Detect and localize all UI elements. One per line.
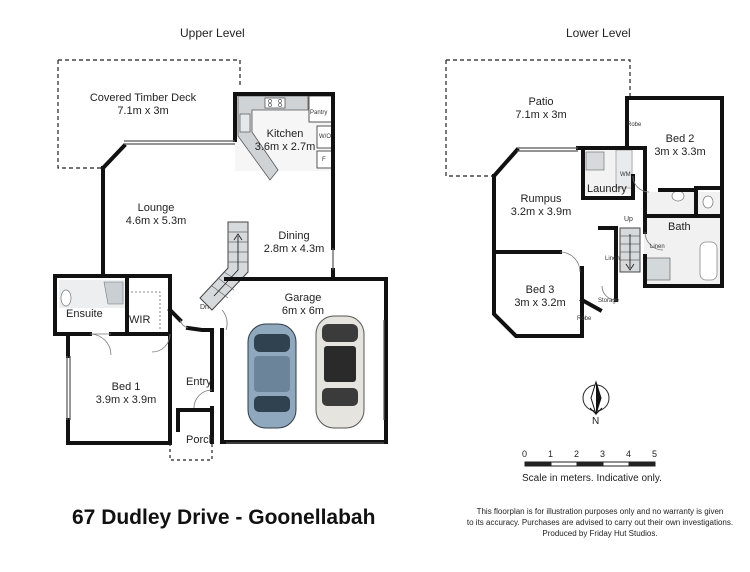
scale-tick-0: 0 <box>522 449 528 459</box>
room-bed1-size: 3.9m x 3.9m <box>95 394 157 406</box>
disclaimer-text: This floorplan is for illustration purpo… <box>464 506 736 539</box>
room-lounge-name: Lounge <box>137 202 175 214</box>
room-patio-name: Patio <box>528 96 554 108</box>
room-bed3: Bed 3 3m x 3.2m <box>510 284 570 310</box>
property-address: 67 Dudley Drive - Goonellabah <box>72 506 376 529</box>
room-bed1: Bed 1 3.9m x 3.9m <box>86 381 166 407</box>
room-bed2-size: 3m x 3.3m <box>654 146 706 158</box>
blue-car <box>247 323 297 429</box>
scale-bar <box>524 461 656 467</box>
room-porch: Porch <box>186 434 215 446</box>
room-dining-size: 2.8m x 4.3m <box>263 243 325 255</box>
label-storage: Storage <box>598 298 620 304</box>
room-lounge-size: 4.6m x 5.3m <box>125 215 187 227</box>
scale-tick-3: 3 <box>600 449 606 459</box>
upper-level-heading: Upper Level <box>180 26 245 40</box>
label-wo: W/O <box>319 134 331 140</box>
label-fridge: F <box>322 157 326 163</box>
room-kitchen-size: 3.6m x 2.7m <box>254 141 316 153</box>
label-up: Up <box>624 216 633 223</box>
deck-outline <box>57 59 241 169</box>
compass-rose <box>582 380 610 416</box>
scale-tick-1: 1 <box>548 449 554 459</box>
disclaimer-line-2: to its accuracy. Purchases are advised t… <box>466 518 734 527</box>
stairs-upper <box>199 221 249 311</box>
compass-north-label: N <box>592 416 600 427</box>
sink <box>239 113 251 133</box>
lower-level-heading: Lower Level <box>566 26 631 40</box>
label-robe-bed3: Robe <box>577 316 592 322</box>
room-bath: Bath <box>668 221 691 233</box>
room-deck-name: Covered Timber Deck <box>89 92 197 104</box>
disclaimer-line-3: Produced by Friday Hut Studios. <box>542 529 658 538</box>
room-bed3-name: Bed 3 <box>525 284 555 296</box>
scale-tick-2: 2 <box>574 449 580 459</box>
room-patio: Patio 7.1m x 3m <box>506 96 576 122</box>
room-dining-name: Dining <box>278 230 310 242</box>
label-linen-1: Linen <box>605 256 620 262</box>
room-garage: Garage 6m x 6m <box>270 292 336 318</box>
room-dining: Dining 2.8m x 4.3m <box>256 230 332 256</box>
room-rumpus-name: Rumpus <box>520 193 562 205</box>
room-garage-name: Garage <box>284 292 322 304</box>
scale-tick-5: 5 <box>652 449 658 459</box>
room-bed2: Bed 2 3m x 3.3m <box>648 133 712 159</box>
disclaimer-line-1: This floorplan is for illustration purpo… <box>476 507 724 516</box>
room-lounge: Lounge 4.6m x 5.3m <box>118 202 194 228</box>
room-deck-size: 7.1m x 3m <box>117 105 169 117</box>
room-deck: Covered Timber Deck 7.1m x 3m <box>80 92 206 118</box>
room-patio-size: 7.1m x 3m <box>515 109 567 121</box>
room-bed2-name: Bed 2 <box>665 133 695 145</box>
label-robe-bed2: Robe <box>627 122 642 128</box>
room-kitchen: Kitchen 3.6m x 2.7m <box>250 128 320 154</box>
white-car <box>315 315 365 429</box>
porch-outline <box>169 443 213 461</box>
room-entry: Entry <box>186 376 212 388</box>
room-garage-size: 6m x 6m <box>281 305 325 317</box>
room-ensuite: Ensuite <box>66 308 103 320</box>
room-rumpus-size: 3.2m x 3.9m <box>510 206 572 218</box>
label-wm: WM <box>620 172 631 178</box>
room-laundry: Laundry <box>587 183 627 195</box>
label-linen-2: Linen <box>650 244 665 250</box>
room-bed3-size: 3m x 3.2m <box>514 297 566 309</box>
scale-tick-4: 4 <box>626 449 632 459</box>
room-kitchen-name: Kitchen <box>266 128 304 140</box>
room-rumpus: Rumpus 3.2m x 3.9m <box>506 193 576 219</box>
label-pantry: Pantry <box>310 110 328 116</box>
room-wir: WIR <box>129 314 151 326</box>
cooktop <box>264 97 286 109</box>
label-dn: Dn <box>200 304 209 311</box>
kitchen-bench <box>237 95 309 181</box>
pantry-box <box>308 95 334 123</box>
patio-outline <box>445 59 631 177</box>
room-bed1-name: Bed 1 <box>111 381 141 393</box>
scale-caption: Scale in meters. Indicative only. <box>522 473 662 484</box>
